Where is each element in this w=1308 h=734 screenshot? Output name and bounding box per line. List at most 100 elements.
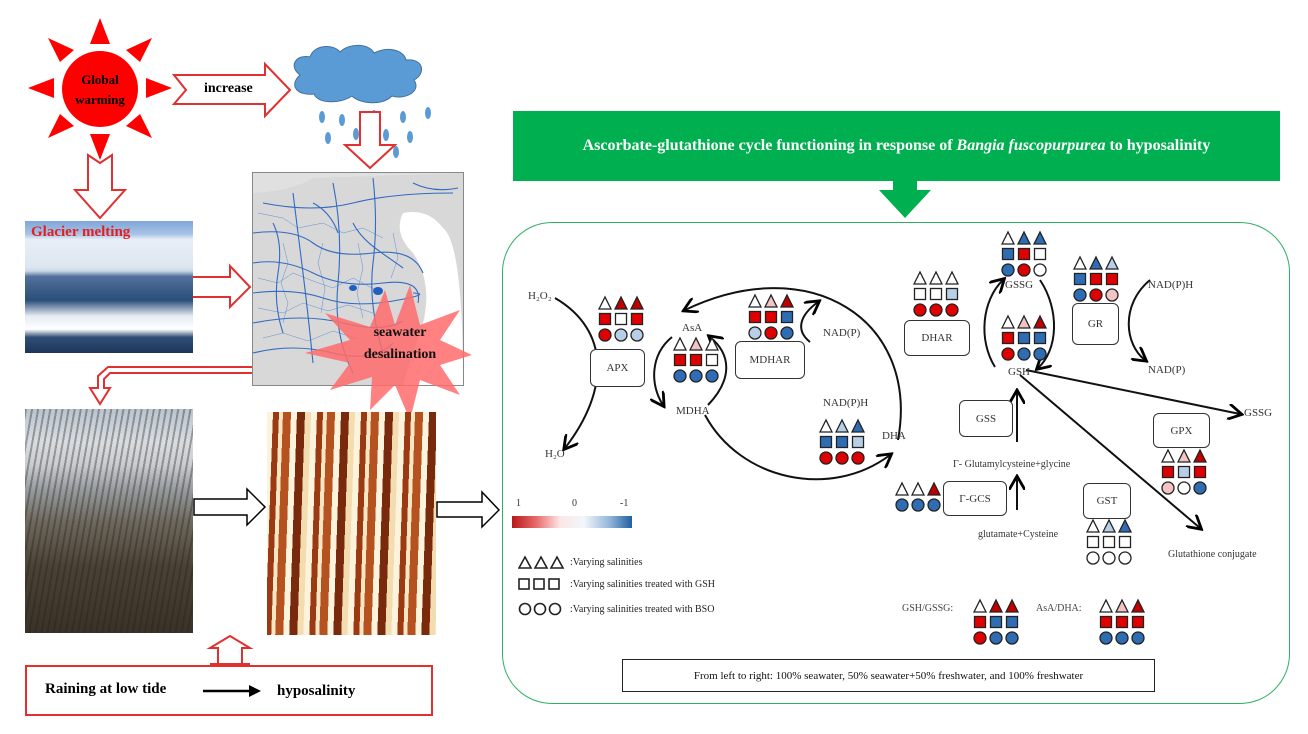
enzyme-dhar[interactable]: DHAR [904, 320, 970, 356]
nadph-to-nadp-arrow [800, 302, 818, 343]
dhar-tri-0 [912, 270, 928, 285]
footnote-text: From left to right: 100% seawater, 50% s… [693, 669, 1084, 682]
dhar-glyphs [912, 270, 960, 317]
metabolite-nadph-gr: NAD(P)H [1148, 279, 1194, 291]
glacier-label: Glacier melting [31, 224, 131, 240]
photo-to-algae-arrow [193, 487, 267, 527]
gsh-ci-1 [1017, 347, 1031, 361]
gr-sq-2 [1105, 272, 1119, 286]
asa_dha-tri-0 [1098, 598, 1114, 613]
gst-ci-0 [1086, 551, 1100, 565]
apx-sq-0 [598, 312, 612, 326]
dhar-sq-1 [929, 287, 943, 301]
heatmap-gr [1072, 255, 1124, 310]
gr-ci-0 [1073, 288, 1087, 302]
mdhar-ci-2 [780, 326, 794, 340]
dha-sq-0 [819, 435, 833, 449]
gpx-ci-1 [1177, 481, 1191, 495]
left-panel-graphics [28, 18, 500, 665]
legend-row-circles: :Varying salinities treated with BSO [518, 596, 715, 622]
metabolite-mdha: MDHA [676, 405, 710, 417]
gsh-ci-0 [1001, 347, 1015, 361]
legend-row-squares: :Varying salinities treated with GSH [518, 572, 715, 596]
enzyme-gr[interactable]: GR [1072, 303, 1119, 345]
scale-tick-mid: 0 [572, 498, 577, 509]
gpx-ci-0 [1161, 481, 1175, 495]
mdha-to-asa-arrow [708, 337, 728, 406]
asa-sq-2 [705, 353, 719, 367]
gpx-sq-0 [1161, 465, 1175, 479]
metabolite-conjugate: Glutathione conjugate [1168, 549, 1257, 560]
gsh-sq-2 [1033, 331, 1047, 345]
gpx-tri-0 [1160, 448, 1176, 463]
heatmap-asa-dha [1098, 598, 1150, 653]
enzyme-gst[interactable]: GST [1083, 483, 1131, 519]
apx-sq-2 [630, 312, 644, 326]
apx-tri-2 [629, 295, 645, 310]
enzyme-mdhar[interactable]: MDHAR [735, 341, 805, 379]
scale-ticks: 1 0 -1 [512, 498, 636, 512]
increase-label: increase [204, 81, 253, 96]
dhar-tri-2 [944, 270, 960, 285]
metabolite-gsh: GSH [1008, 366, 1031, 378]
gssg-ci-0 [1001, 263, 1015, 277]
heatmap-mdhar [747, 293, 799, 348]
asa_dha-glyphs [1098, 598, 1146, 645]
color-scale-legend: 1 0 -1 [512, 498, 636, 528]
apx-glyphs [597, 295, 645, 342]
apx-ci-1 [614, 328, 628, 342]
desalination-line1: seawater [373, 325, 427, 340]
metabolite-nadph-mid: NAD(P)H [823, 397, 869, 409]
asa-tri-0 [672, 336, 688, 351]
apx-sq-1 [614, 312, 628, 326]
laver-farm-photo [25, 409, 193, 633]
hyposalinity-label: hyposalinity [277, 683, 356, 699]
footnote-box: From left to right: 100% seawater, 50% s… [622, 659, 1155, 692]
heatmap-gsh [1000, 314, 1052, 369]
gst-ci-1 [1102, 551, 1116, 565]
gsh_gssg-glyphs [972, 598, 1020, 645]
asa_dha-ci-2 [1131, 631, 1145, 645]
asa_dha-tri-1 [1114, 598, 1130, 613]
enzyme-apx[interactable]: APX [590, 349, 645, 387]
gssg-tri-1 [1016, 230, 1032, 245]
rain-cloud-icon [293, 44, 422, 104]
metabolite-h2o: H₂O [545, 448, 565, 460]
gpx-label: GPX [1170, 424, 1193, 437]
gst-tri-1 [1101, 518, 1117, 533]
dhar-ci-0 [913, 303, 927, 317]
dha-sq-2 [851, 435, 865, 449]
title-text: Ascorbate-glutathione cycle functioning … [583, 137, 1211, 155]
pathway-arrows [554, 220, 1300, 620]
hyposalinity-up-arrow [206, 634, 254, 665]
asa_dha-sq-2 [1131, 615, 1145, 629]
asa-sq-0 [673, 353, 687, 367]
dha-ci-2 [851, 451, 865, 465]
heatmap-asa [672, 336, 724, 391]
gst-sq-1 [1102, 535, 1116, 549]
gsh-to-gssg-arrow [983, 280, 1003, 368]
gr-ci-1 [1089, 288, 1103, 302]
gssg-sq-2 [1033, 247, 1047, 261]
gsh_gssg-ci-1 [989, 631, 1003, 645]
gsh-sq-0 [1001, 331, 1015, 345]
gsh-ci-2 [1033, 347, 1047, 361]
enzyme-ggcs[interactable]: Γ-GCS [943, 481, 1007, 516]
scale-tick-high: 1 [516, 498, 521, 509]
gssg-sq-0 [1001, 247, 1015, 261]
enzyme-gss[interactable]: GSS [959, 400, 1013, 437]
metabolite-glutamate: glutamate+Cysteine [978, 529, 1059, 540]
metabolite-nadp-top: NAD(P) [823, 327, 861, 339]
heatmap-dha [818, 418, 870, 473]
dhar-ci-1 [929, 303, 943, 317]
gsh-tri-2 [1032, 314, 1048, 329]
dha-tri-0 [818, 418, 834, 433]
gsh_gssg-tri-0 [972, 598, 988, 613]
enzyme-gpx[interactable]: GPX [1153, 413, 1210, 448]
gsh_gssg-sq-0 [973, 615, 987, 629]
mdhar-tri-0 [747, 293, 763, 308]
gsh-to-conjugate-arrow [1019, 374, 1200, 528]
gr-sq-1 [1089, 272, 1103, 286]
ratio-asa-dha-label: AsA/DHA: [1036, 603, 1082, 614]
gst-tri-2 [1117, 518, 1133, 533]
